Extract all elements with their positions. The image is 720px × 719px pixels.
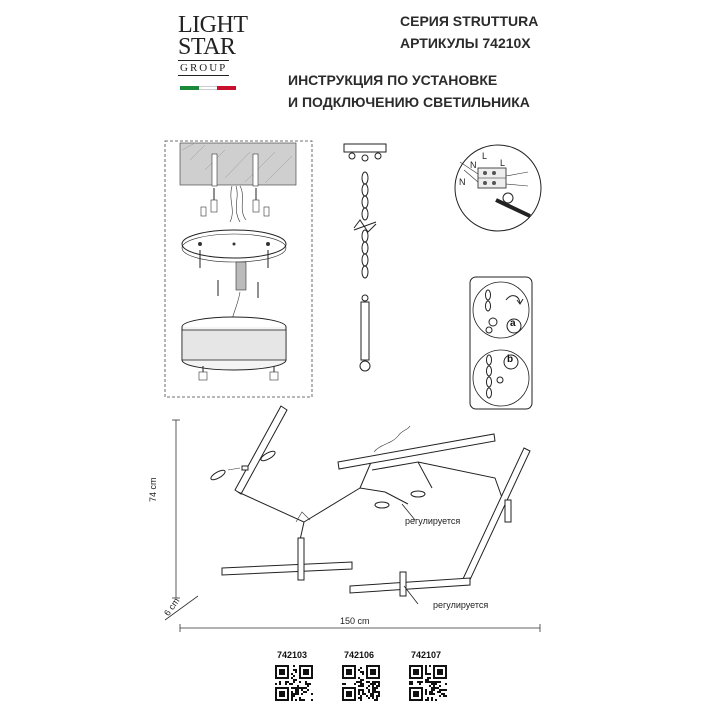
qr-code-742106[interactable] bbox=[342, 665, 380, 701]
screws bbox=[199, 250, 269, 298]
instruction-header: ИНСТРУКЦИЯ ПО УСТАНОВКЕ И ПОДКЛЮЧЕНИЮ СВ… bbox=[288, 69, 530, 113]
brand-logo: LIGHT STAR GROUP bbox=[178, 12, 248, 76]
flag-white bbox=[198, 86, 218, 90]
articles-title: АРТИКУЛЫ 74210X bbox=[400, 35, 531, 51]
step-box bbox=[469, 276, 533, 410]
chain-assembly bbox=[343, 143, 387, 372]
logo-line-light: LIGHT bbox=[178, 12, 248, 38]
series-header: СЕРИЯ STRUTTURA АРТИКУЛЫ 74210X bbox=[400, 10, 538, 54]
step-a-label: a bbox=[510, 318, 516, 329]
flag-green bbox=[180, 86, 199, 90]
mounting-plate bbox=[181, 229, 287, 263]
adjustable-note-1: регулируется bbox=[405, 516, 461, 526]
logo-line-star: STAR bbox=[178, 34, 236, 60]
italian-flag-stripe bbox=[180, 86, 237, 90]
ceiling-block bbox=[179, 142, 297, 187]
article-code-3: 742107 bbox=[411, 650, 442, 660]
step-b-label: b bbox=[507, 354, 514, 365]
qr-code-742103[interactable] bbox=[275, 665, 313, 701]
adjust-callouts bbox=[401, 503, 419, 605]
adjustable-note-2: регулируется bbox=[433, 600, 489, 610]
qr-code-742107[interactable] bbox=[409, 665, 447, 701]
wire-label-l-right: L bbox=[500, 158, 506, 168]
wire-label-l-top: L bbox=[482, 151, 488, 161]
supply-wires bbox=[229, 185, 247, 223]
logo-line-group: GROUP bbox=[178, 60, 230, 76]
wiring-connector bbox=[454, 144, 542, 232]
instruction-line-1: ИНСТРУКЦИЯ ПО УСТАНОВКЕ bbox=[288, 72, 498, 88]
wire-label-n-left: N bbox=[459, 177, 466, 187]
dimension-lines bbox=[164, 419, 541, 632]
article-code-2: 742106 bbox=[344, 650, 375, 660]
decor-screws bbox=[198, 366, 279, 381]
series-title: СЕРИЯ STRUTTURA bbox=[400, 13, 539, 29]
wire-label-n-top: N bbox=[470, 160, 477, 170]
width-dimension: 150 cm bbox=[340, 616, 370, 626]
flag-red bbox=[217, 86, 237, 90]
mount-panel-frame bbox=[164, 140, 313, 398]
chandelier-drawing bbox=[210, 405, 531, 597]
height-dimension: 74 cm bbox=[148, 477, 158, 502]
instruction-line-2: И ПОДКЛЮЧЕНИЮ СВЕТИЛЬНИКА bbox=[288, 94, 530, 110]
wall-anchors bbox=[200, 188, 270, 217]
canopy-cup bbox=[181, 316, 287, 371]
article-code-1: 742103 bbox=[277, 650, 308, 660]
